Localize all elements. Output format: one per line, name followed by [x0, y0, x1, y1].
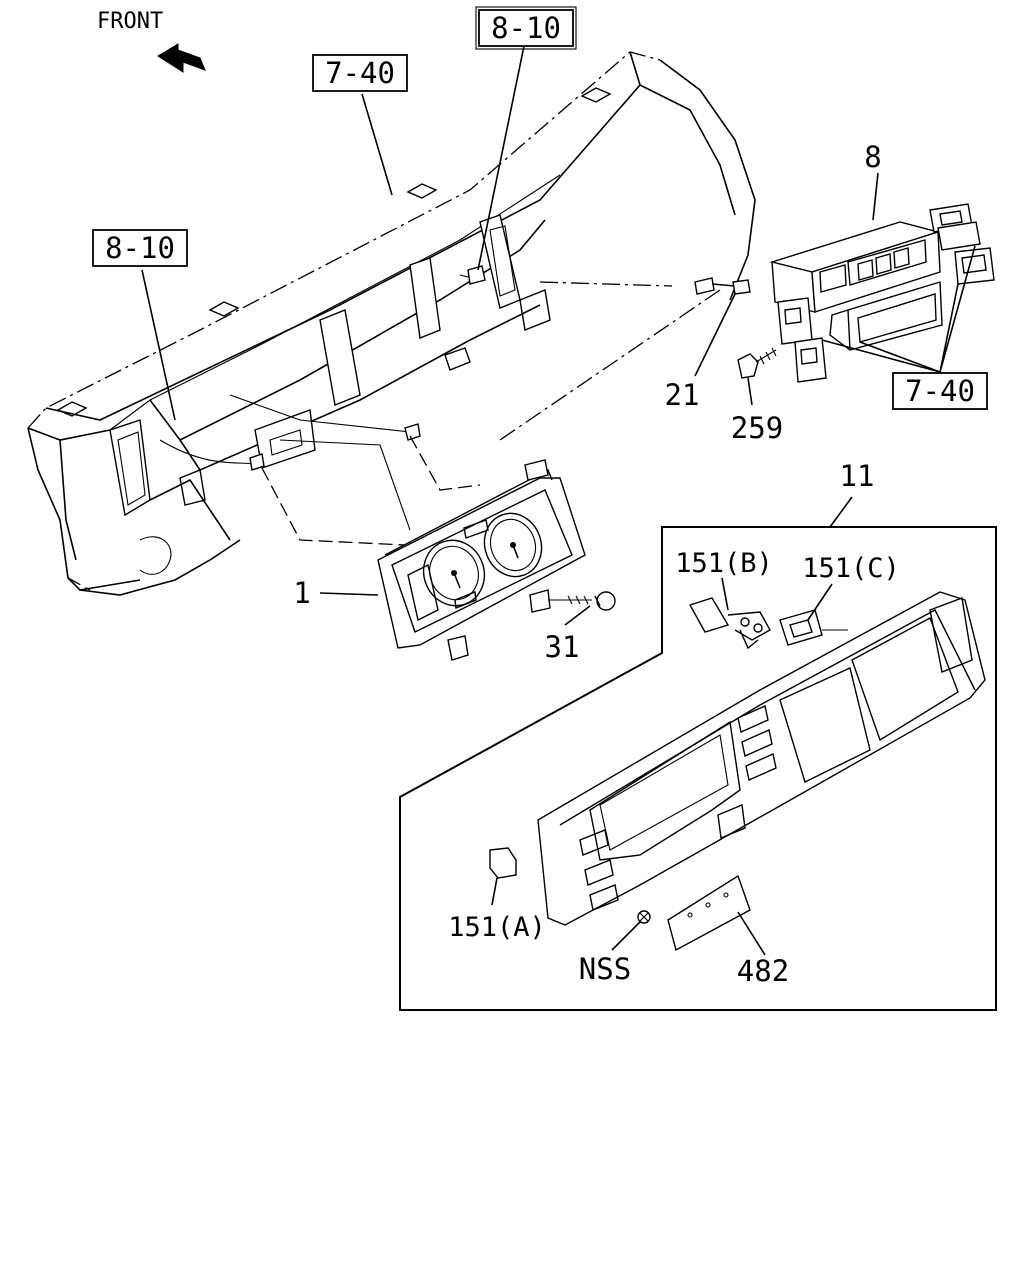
label-21: 21	[665, 378, 700, 412]
bezel-group-frame	[399, 526, 997, 1011]
unit-8-assembly	[737, 203, 995, 383]
label-11: 11	[840, 459, 875, 493]
part-151a	[489, 847, 517, 879]
ref-box-8-10-top: 8-10	[475, 6, 577, 50]
ref-7-40-top-text: 7-40	[325, 56, 395, 90]
ref-box-7-40-top: 7-40	[312, 54, 408, 92]
part-nss-screw	[637, 910, 651, 924]
connector-21	[694, 277, 751, 295]
ref-box-7-40-right: 7-40	[892, 372, 988, 410]
instrument-cluster-1	[377, 459, 616, 661]
label-8: 8	[864, 140, 881, 174]
ref-8-10-top-text: 8-10	[491, 11, 561, 45]
leader-lines	[141, 45, 976, 956]
label-nss: NSS	[579, 952, 631, 986]
leader-dashes	[261, 281, 721, 546]
ref-8-10-left-text: 8-10	[105, 231, 175, 265]
label-1: 1	[293, 576, 310, 610]
label-151c: 151(C)	[802, 553, 900, 584]
leader-11	[829, 496, 853, 528]
front-arrow-icon	[157, 43, 206, 73]
label-259: 259	[731, 411, 783, 445]
label-151b: 151(B)	[675, 548, 773, 579]
bezel-11	[537, 591, 986, 926]
part-151b	[688, 597, 771, 650]
part-151c	[779, 609, 848, 646]
part-482	[667, 874, 751, 952]
front-indicator: FRONT	[97, 9, 206, 73]
label-482: 482	[737, 954, 789, 988]
label-151a: 151(A)	[448, 912, 546, 943]
front-label: FRONT	[97, 9, 163, 34]
ref-box-8-10-left: 8-10	[92, 229, 188, 267]
ref-7-40-right-text: 7-40	[905, 374, 975, 408]
part-labels: 8 21 259 11 1 31 151(B) 151(C) 151(A) NS…	[293, 140, 900, 988]
dashboard-assembly	[27, 51, 756, 596]
label-31: 31	[545, 630, 580, 664]
